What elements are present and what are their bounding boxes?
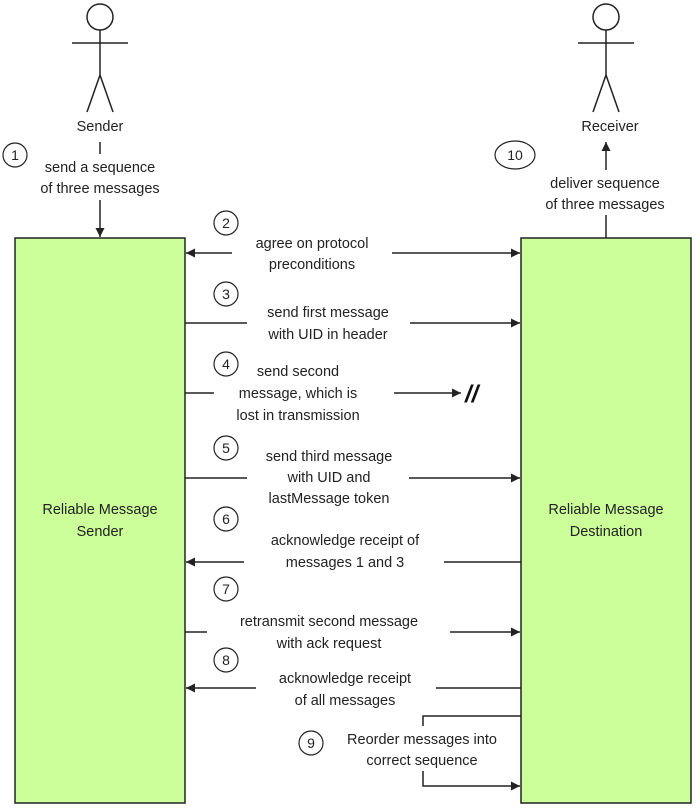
sender-actor-label: Sender (77, 119, 124, 135)
step-3-marker (213, 281, 239, 307)
step-10: 10 deliver sequence of three messages (494, 140, 665, 238)
step-5: 5 send third message with UID and lastMe… (185, 435, 520, 507)
step-1: 1 send a sequence of three messages (2, 142, 160, 237)
sender-box: Reliable Message Sender (14, 237, 186, 804)
step-2-marker (213, 210, 239, 236)
step-8-marker (213, 647, 239, 673)
step-8-text-line1: acknowledge receipt (279, 671, 411, 687)
step-3-text-line1: send first message (267, 305, 389, 321)
step-1-text-line2: of three messages (40, 181, 159, 197)
step-9-text-line1: Reorder messages into (347, 732, 497, 748)
step-9-loop-start (422, 715, 521, 726)
destination-box-label-line1: Reliable Message (548, 502, 663, 518)
step-10-marker (494, 140, 536, 170)
step-9: 9 Reorder messages into correct sequence (298, 715, 521, 791)
step-7-marker (213, 576, 239, 602)
destination-box-label-line2: Destination (570, 524, 643, 540)
step-6-marker (213, 506, 239, 532)
step-1-marker (2, 142, 28, 168)
sender-box-label-line2: Sender (77, 524, 124, 540)
step-5-number: 5 (222, 440, 230, 456)
step-6-text-line2: messages 1 and 3 (286, 555, 405, 571)
step-9-loop-arrow (422, 771, 520, 791)
step-3: 3 send first message with UID in header (185, 281, 520, 343)
step-3-number: 3 (222, 286, 230, 302)
step-5-text-line2: with UID and (286, 470, 370, 486)
step-4-text-line2: message, which is (239, 386, 357, 402)
step-10-text-line1: deliver sequence (550, 176, 660, 192)
step-7: 7 retransmit second message with ack req… (185, 576, 520, 652)
step-8-text-line2: of all messages (295, 693, 396, 709)
step-8: 8 acknowledge receipt of all messages (186, 647, 521, 709)
receiver-actor-label: Receiver (581, 119, 638, 135)
step-5-text-line3: lastMessage token (269, 491, 390, 507)
step-6-text-line1: acknowledge receipt of (271, 533, 420, 549)
step-7-text-line2: with ack request (276, 636, 382, 652)
step-2: 2 agree on protocol preconditions (186, 210, 520, 273)
step-4-number: 4 (222, 356, 230, 372)
receiver-actor: Receiver (578, 3, 639, 135)
step-4-text-line3: lost in transmission (236, 408, 359, 424)
step-6: 6 acknowledge receipt of messages 1 and … (186, 506, 521, 571)
step-5-text-line1: send third message (266, 449, 393, 465)
step-2-text-line1: agree on protocol (256, 236, 369, 252)
step-7-text-line1: retransmit second message (240, 614, 418, 630)
step-9-marker (298, 730, 324, 756)
sender-left-leg (86, 74, 101, 113)
step-5-marker (213, 435, 239, 461)
sender-right-leg (99, 74, 114, 113)
sender-box-label-line1: Reliable Message (42, 502, 157, 518)
destination-box: Reliable Message Destination (520, 237, 692, 804)
receiver-head (592, 3, 620, 31)
step-9-text-line2: correct sequence (366, 753, 477, 769)
lost-message-marker: // (464, 381, 481, 408)
step-10-number: 10 (507, 147, 523, 163)
receiver-right-leg (605, 74, 620, 113)
step-10-text-line2: of three messages (545, 197, 664, 213)
step-1-number: 1 (11, 147, 19, 163)
step-4-marker (213, 351, 239, 377)
step-6-number: 6 (222, 511, 230, 527)
step-1-text-line1: send a sequence (45, 160, 155, 176)
receiver-left-leg (592, 74, 607, 113)
sender-head (86, 3, 114, 31)
sender-actor: Sender (72, 3, 128, 135)
step-4: 4 send second message, which is lost in … (185, 351, 481, 424)
step-2-number: 2 (222, 215, 230, 231)
step-9-number: 9 (307, 735, 315, 751)
step-4-text-line1: send second (257, 364, 339, 380)
step-7-number: 7 (222, 581, 230, 597)
step-8-number: 8 (222, 652, 230, 668)
step-2-text-line2: preconditions (269, 257, 355, 273)
step-3-text-line2: with UID in header (267, 327, 387, 343)
